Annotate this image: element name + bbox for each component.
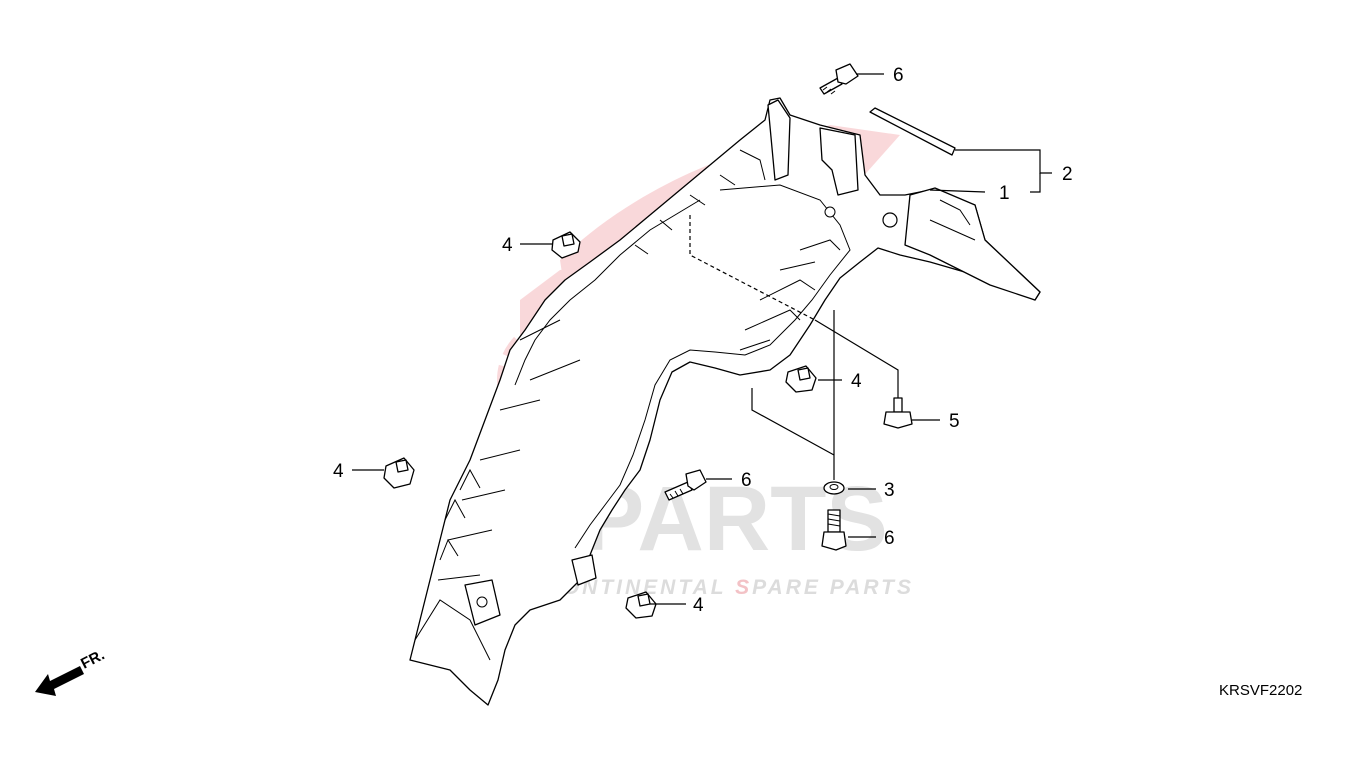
callout-number: 1 [999,183,1010,204]
callout-labels: 6 2 1 4 4 5 4 6 3 6 4 [333,65,1073,616]
front-direction-label: FR. [78,646,107,672]
callout-number: 6 [741,470,752,491]
callout-number: 4 [851,371,862,392]
flange-bolt-top [819,63,859,95]
clip-nut-part [625,591,657,619]
flange-bolt-lower [821,509,847,551]
front-direction-indicator: FR. [35,646,107,696]
seal-strip-part [869,107,956,156]
screw-part-5 [883,397,913,429]
callout-number: 5 [949,411,960,432]
watermark-tagline-part: PARE PARTS [752,576,914,599]
callout-number: 6 [884,528,895,549]
front-direction-arrow-icon [35,666,84,696]
clip-nut-part [785,365,817,393]
watermark-tagline-part: S [735,576,752,599]
rear-fender-part [409,97,1041,706]
clip-nut-part [551,231,581,259]
callout-number: 2 [1062,164,1073,185]
washer-part-3 [823,481,845,495]
diagram-code: KRSVF2202 [1219,682,1302,699]
clip-nut-part [383,457,415,489]
callout-number: 4 [693,595,704,616]
callout-number: 4 [502,235,513,256]
leader-lines [352,73,1052,605]
callout-number: 3 [884,480,895,501]
callout-number: 6 [893,65,904,86]
flange-bolt-middle [664,469,707,501]
callout-number: 4 [333,461,344,482]
